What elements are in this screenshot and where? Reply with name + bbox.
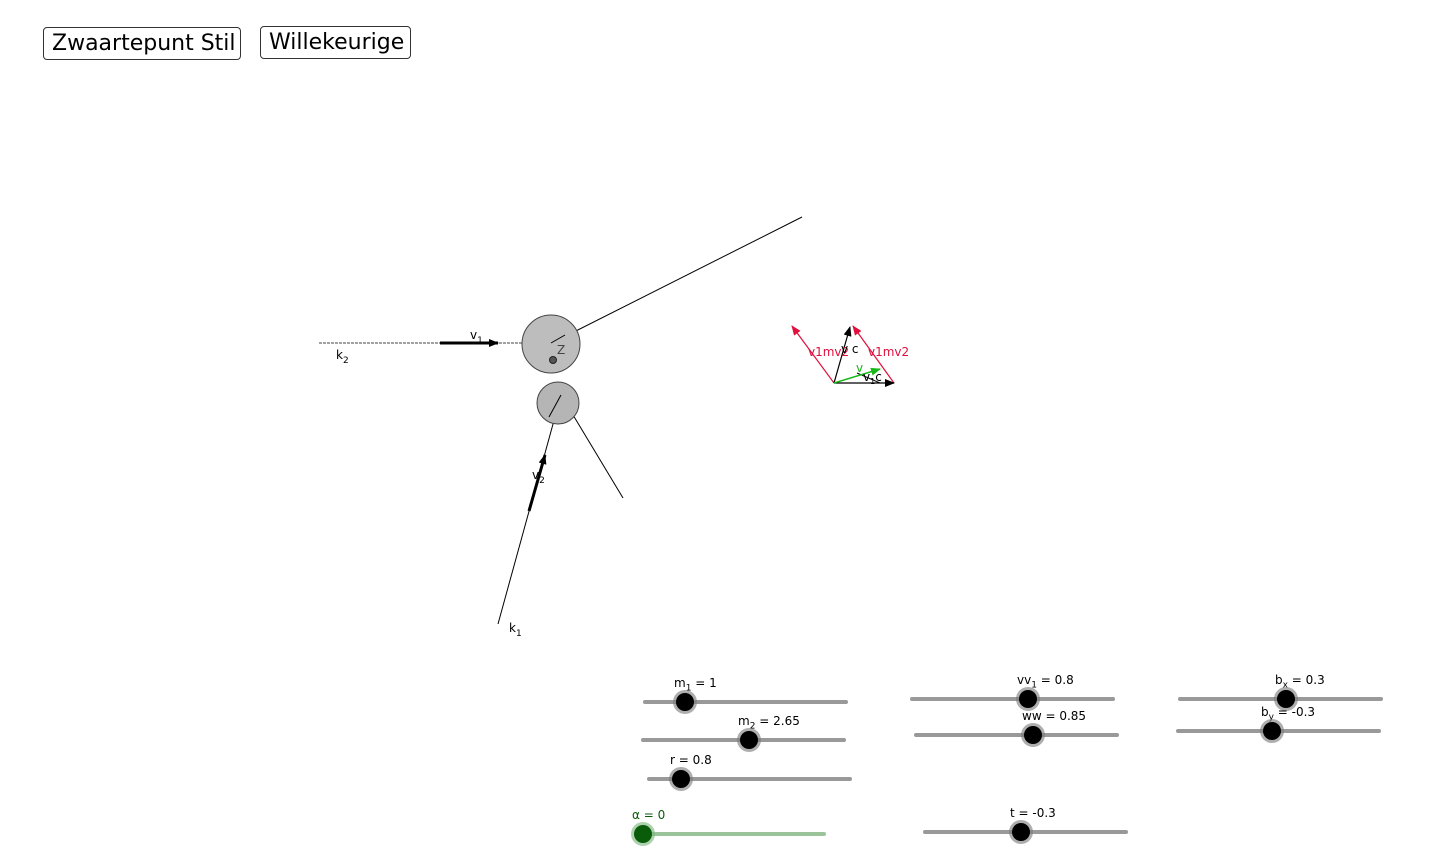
slider-alpha-label: α = 0 <box>632 808 666 822</box>
vector-red-left <box>791 325 835 384</box>
slider-t-knob[interactable] <box>1012 823 1030 841</box>
path-outgoing-1 <box>551 216 803 344</box>
label-v2c: v <box>856 361 863 375</box>
willekeurige-button[interactable]: Willekeurige <box>260 26 411 59</box>
center-of-mass-label: Z <box>557 343 565 357</box>
slider-ww[interactable] <box>914 723 1119 747</box>
slider-vv1-knob[interactable] <box>1019 690 1037 708</box>
slider-alpha[interactable] <box>634 822 826 846</box>
slider-vv1-label: vv1 = 0.8 <box>1017 673 1074 691</box>
label-v1mv2-left: v1mv2 <box>808 345 849 359</box>
ball-1-line <box>550 334 566 344</box>
label-vc: v c <box>841 342 859 356</box>
label-v1mv2-right: v1mv2 <box>868 345 909 359</box>
slider-ww-knob[interactable] <box>1024 726 1042 744</box>
slider-by-label: by = -0.3 <box>1261 705 1316 723</box>
slider-t[interactable] <box>923 820 1128 844</box>
label-v2: v2 <box>532 468 545 486</box>
zwaartepunt-stil-button[interactable]: Zwaartepunt Stil <box>43 27 241 60</box>
slider-m1-track[interactable] <box>643 700 848 704</box>
vector-vc <box>833 326 852 384</box>
slider-by[interactable] <box>1176 719 1381 743</box>
slider-m1-knob[interactable] <box>676 693 694 711</box>
slider-m1[interactable] <box>643 690 848 714</box>
label-v1: v1 <box>470 328 483 346</box>
slider-m2[interactable] <box>641 728 846 752</box>
slider-bx-label: bx = 0.3 <box>1275 673 1325 691</box>
slider-ww-label: ww = 0.85 <box>1022 709 1087 723</box>
slider-bx[interactable] <box>1178 687 1383 711</box>
label-k2: k2 <box>336 348 349 366</box>
label-k1: k1 <box>509 621 522 639</box>
ball-2[interactable] <box>536 381 580 425</box>
slider-ww-track[interactable] <box>914 733 1119 737</box>
vector-diagram: v1mv2 v1mv2 v c v v1c <box>791 325 909 387</box>
slider-alpha-track[interactable] <box>643 832 826 836</box>
slider-bx-knob[interactable] <box>1277 690 1295 708</box>
slider-m2-label: m2 = 2.65 <box>738 714 800 732</box>
slider-vv1-track[interactable] <box>910 697 1115 701</box>
slider-r[interactable] <box>647 767 852 791</box>
slider-t-label: t = -0.3 <box>1010 806 1056 820</box>
slider-alpha-knob[interactable] <box>634 825 652 843</box>
ball-2-line <box>548 394 562 418</box>
vector-green <box>833 367 881 384</box>
velocity-v2-arrow <box>527 454 547 512</box>
slider-r-knob[interactable] <box>672 770 690 788</box>
slider-m2-knob[interactable] <box>740 731 758 749</box>
vector-red-right <box>852 325 895 384</box>
slider-m1-label: m1 = 1 <box>674 676 717 694</box>
ball-1[interactable] <box>521 314 581 374</box>
center-of-mass-point[interactable] <box>549 356 557 364</box>
slider-r-label: r = 0.8 <box>670 753 712 767</box>
label-v1c: v1c <box>863 370 882 386</box>
slider-vv1[interactable] <box>910 687 1115 711</box>
slider-r-track[interactable] <box>647 777 852 781</box>
slider-by-knob[interactable] <box>1263 722 1281 740</box>
